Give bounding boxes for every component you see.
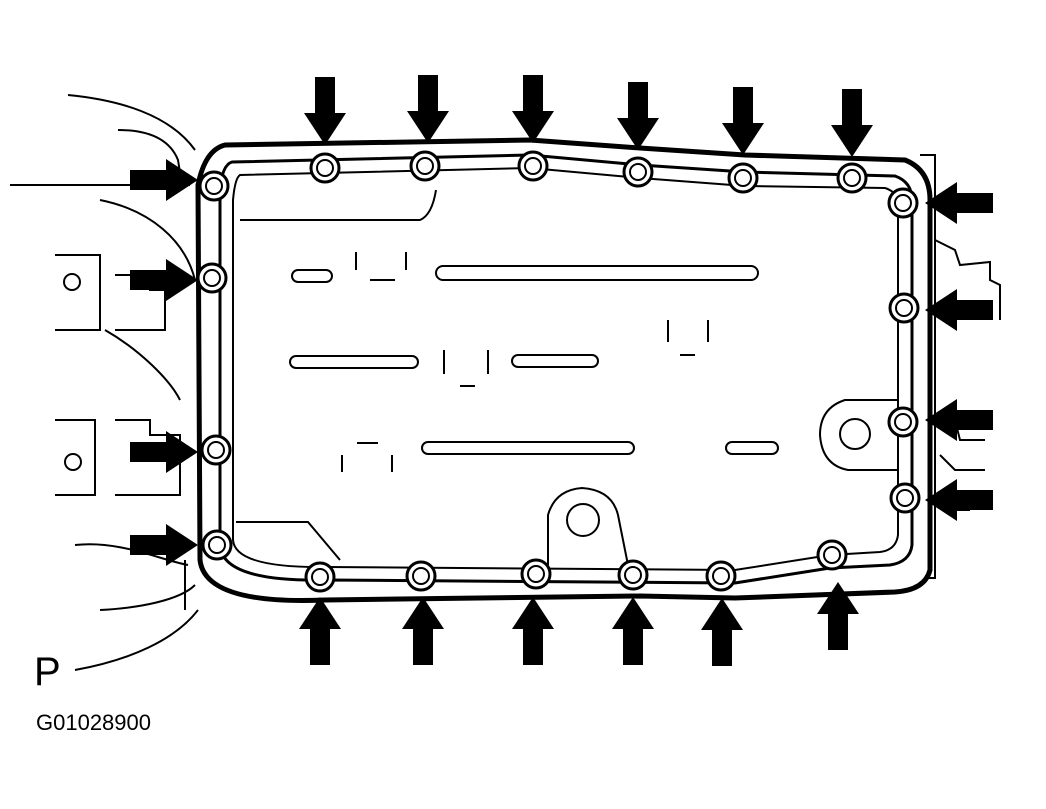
bolt-5	[727, 162, 759, 194]
bolt-20	[198, 170, 230, 202]
arrow-right-17	[130, 524, 198, 566]
bolt-8	[888, 292, 920, 324]
arrow-left-8	[925, 289, 993, 331]
arrow-up-16	[299, 597, 341, 665]
bolt-18	[200, 434, 232, 466]
bolt-16	[304, 561, 336, 593]
view-label: P	[34, 650, 61, 694]
arrow-down-2	[407, 75, 449, 143]
bolt-15	[405, 560, 437, 592]
bolt-13	[617, 559, 649, 591]
arrow-down-1	[304, 77, 346, 145]
bolt-19	[196, 262, 228, 294]
background-housing	[10, 94, 199, 671]
bolt-14	[520, 558, 552, 590]
bolt-9	[887, 406, 919, 438]
arrow-right-20	[130, 159, 198, 201]
bolt-7	[887, 187, 919, 219]
bolt-17	[201, 529, 233, 561]
figure-code: G01028900	[36, 710, 151, 735]
bolt-2	[409, 150, 441, 182]
arrow-left-7	[925, 182, 993, 224]
bolt-4	[622, 156, 654, 188]
bolt-6	[836, 162, 868, 194]
arrow-down-3	[512, 75, 554, 143]
arrow-up-15	[402, 597, 444, 665]
arrow-left-10	[925, 479, 993, 521]
arrow-group	[130, 75, 993, 666]
arrow-down-6	[831, 89, 873, 157]
arrow-up-14	[512, 597, 554, 665]
bolt-group	[196, 150, 921, 593]
bolt-1	[309, 152, 341, 184]
arrow-down-5	[722, 87, 764, 155]
arrow-up-11	[817, 582, 859, 650]
bolt-10	[889, 482, 921, 514]
bolt-3	[517, 150, 549, 182]
arrow-up-13	[612, 597, 654, 665]
oil-pan-interior	[236, 189, 898, 566]
bolt-12	[705, 560, 737, 592]
arrow-up-12	[701, 598, 743, 666]
bolt-11	[816, 539, 848, 571]
arrow-left-9	[925, 399, 993, 441]
oil-pan-flange	[195, 137, 933, 603]
arrow-down-4	[617, 82, 659, 150]
arrow-right-19	[130, 259, 198, 301]
arrow-right-18	[130, 431, 198, 473]
